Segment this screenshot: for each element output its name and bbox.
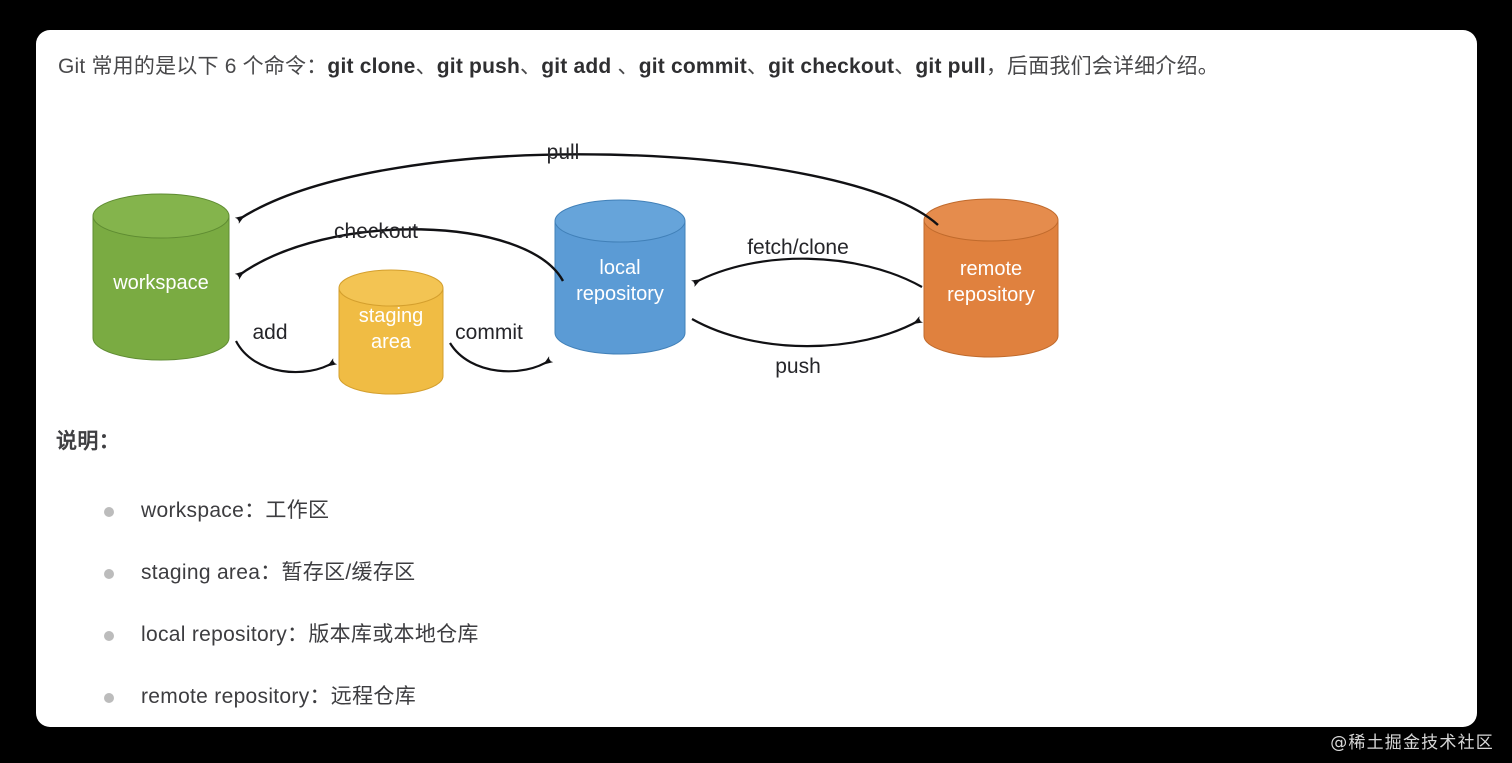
intro-paragraph: Git 常用的是以下 6 个命令：git clone、git push、git … xyxy=(58,52,1458,82)
separator-1: 、 xyxy=(415,55,437,78)
separator-4: 、 xyxy=(746,55,769,78)
node-remote-label-line2: repository xyxy=(947,284,1035,306)
node-staging-label-line2: area xyxy=(371,331,412,353)
list-item: remote repository：远程仓库 xyxy=(56,666,1056,727)
node-staging-area: staging area xyxy=(338,269,444,395)
command-git-add: git add xyxy=(541,55,612,78)
command-git-commit: git commit xyxy=(638,55,747,78)
bullet-icon xyxy=(104,507,114,517)
note-desc: 工作区 xyxy=(265,499,330,522)
edge-push-label: push xyxy=(775,355,821,378)
command-git-checkout: git checkout xyxy=(768,55,895,78)
edge-add-label: add xyxy=(252,321,287,344)
note-term: staging area： xyxy=(141,561,282,584)
separator-2: 、 xyxy=(520,55,542,78)
edge-checkout-label: checkout xyxy=(334,220,418,243)
edge-pull-label: pull xyxy=(547,141,580,164)
bullet-icon xyxy=(104,631,114,641)
note-desc: 远程仓库 xyxy=(330,685,416,708)
notes-heading: 说明： xyxy=(56,430,121,453)
edge-add: add xyxy=(235,321,338,374)
note-term: local repository： xyxy=(141,623,309,646)
command-git-push: git push xyxy=(436,55,521,78)
edge-push: push xyxy=(691,316,923,378)
node-staging-label-line1: staging xyxy=(359,305,424,327)
list-item: staging area：暂存区/缓存区 xyxy=(56,542,1056,604)
note-desc: 版本库或本地仓库 xyxy=(308,623,479,646)
node-local-label-line2: repository xyxy=(576,283,664,305)
bullet-icon xyxy=(104,693,114,703)
git-workflow-diagram: workspace staging area local repository xyxy=(58,98,1088,428)
node-remote-label-line1: remote xyxy=(960,258,1022,280)
article-card: Git 常用的是以下 6 个命令：git clone、git push、git … xyxy=(36,30,1477,727)
bullet-icon xyxy=(104,569,114,579)
edge-pull: pull xyxy=(234,141,939,226)
node-local-label-line1: local xyxy=(599,257,640,279)
edge-checkout: checkout xyxy=(234,220,565,282)
edge-fetch-clone: fetch/clone xyxy=(691,236,923,288)
node-remote-repository: remote repository xyxy=(923,198,1059,358)
note-desc: 暂存区/缓存区 xyxy=(281,561,416,584)
edge-commit-label: commit xyxy=(455,321,523,344)
list-item: workspace：工作区 xyxy=(56,480,1056,542)
intro-suffix: ，后面我们会详细介绍。 xyxy=(985,55,1220,78)
separator-3: 、 xyxy=(617,55,639,78)
intro-prefix: Git 常用的是以下 6 个命令： xyxy=(58,55,328,78)
watermark: @稀土掘金技术社区 xyxy=(1330,733,1494,753)
list-item: local repository：版本库或本地仓库 xyxy=(56,604,1056,666)
note-term: remote repository： xyxy=(141,685,331,708)
node-local-repository: local repository xyxy=(554,199,686,355)
node-workspace: workspace xyxy=(92,193,230,361)
notes-list: workspace：工作区 staging area：暂存区/缓存区 local… xyxy=(56,480,1056,727)
command-git-pull: git pull xyxy=(915,55,986,78)
edge-commit: commit xyxy=(449,321,554,373)
edge-fetch-clone-label: fetch/clone xyxy=(747,236,849,259)
command-git-clone: git clone xyxy=(327,55,416,78)
note-term: workspace： xyxy=(141,499,266,522)
node-workspace-label: workspace xyxy=(112,272,209,294)
separator-5: 、 xyxy=(894,55,916,78)
